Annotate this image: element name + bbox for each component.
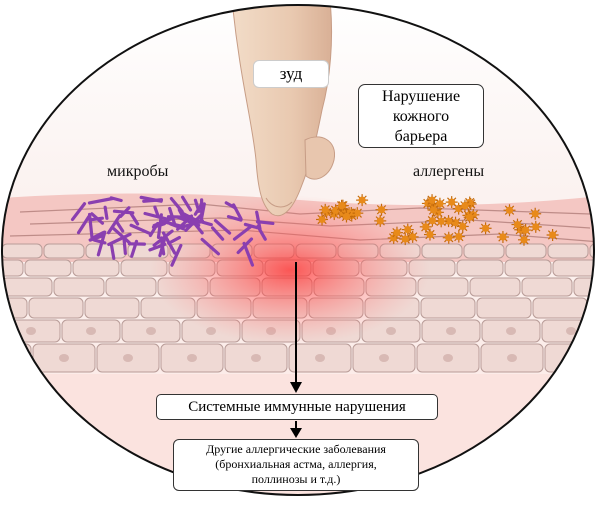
allergen-particle (520, 224, 532, 236)
skin-cell (73, 260, 119, 276)
cell-nucleus (0, 354, 5, 362)
itch-box: зуд (253, 60, 329, 88)
skin-cell (590, 244, 600, 258)
barrier-text-line1: Нарушение (359, 87, 483, 107)
cell-nucleus (443, 354, 453, 362)
skin-cell (574, 278, 600, 296)
allergen-particle (402, 224, 414, 236)
skin-cell (106, 278, 156, 296)
barrier-text-line2: кожного (359, 107, 483, 127)
cell-nucleus (386, 327, 396, 335)
cell-nucleus (26, 327, 36, 335)
skin-barrier-box: Нарушение кожного барьера (358, 84, 484, 148)
allergen-particle (428, 204, 440, 216)
cell-nucleus (123, 354, 133, 362)
cell-nucleus (566, 327, 576, 335)
skin-cell (44, 244, 84, 258)
allergen-particle (426, 215, 438, 227)
skin-cell (421, 298, 475, 318)
skin-cell (589, 298, 600, 318)
allergen-particle (497, 231, 509, 243)
skin-cell (422, 244, 462, 258)
allergen-particle (504, 204, 516, 216)
allergen-particle (453, 231, 465, 243)
skin-cell (2, 278, 52, 296)
allergen-particle (399, 233, 411, 245)
cell-nucleus (315, 354, 325, 362)
cell-nucleus (187, 354, 197, 362)
allergen-particle (374, 215, 386, 227)
allergen-particle (319, 204, 331, 216)
skin-cell (505, 260, 551, 276)
cell-nucleus (251, 354, 261, 362)
skin-cell (545, 344, 600, 372)
skin-cell (2, 244, 42, 258)
skin-cell (29, 298, 83, 318)
allergen-particle (518, 234, 530, 246)
cell-nucleus (59, 354, 69, 362)
skin-cell (522, 278, 572, 296)
other-text-line1: Другие аллергические заболевания (174, 442, 418, 457)
microbe-rod (112, 245, 114, 258)
cell-nucleus (507, 354, 517, 362)
allergen-particle (530, 221, 542, 233)
allergen-particle (391, 227, 403, 239)
other-allergic-diseases-box: Другие аллергические заболевания (бронхи… (173, 439, 419, 491)
skin-cell (548, 244, 588, 258)
microbe-rod (258, 222, 273, 224)
allergen-particle (426, 194, 438, 206)
skin-cell (464, 244, 504, 258)
allergen-particle (480, 222, 492, 234)
allergen-particle (529, 208, 541, 220)
cell-nucleus (571, 354, 581, 362)
microbes-label: микробы (107, 163, 168, 181)
cell-nucleus (379, 354, 389, 362)
skin-cell (54, 278, 104, 296)
allergen-particle (340, 211, 352, 223)
allergens-label: аллергены (413, 163, 484, 181)
skin-cell (457, 260, 503, 276)
skin-cell (25, 260, 71, 276)
systemic-immune-box: Системные иммунные нарушения (156, 394, 438, 420)
allergen-particle (435, 215, 447, 227)
other-text-line3: поллинозы и т.д.) (174, 472, 418, 487)
cell-nucleus (86, 327, 96, 335)
allergen-particle (443, 232, 455, 244)
microbe-rod (124, 240, 125, 253)
barrier-text-line3: барьера (359, 127, 483, 147)
itch-text: зуд (280, 64, 302, 83)
skin-cell (477, 298, 531, 318)
allergen-particle (511, 219, 523, 231)
cell-nucleus (446, 327, 456, 335)
cell-nucleus (146, 327, 156, 335)
allergen-particle (356, 194, 368, 206)
skin-cell (470, 278, 520, 296)
skin-cell (85, 298, 139, 318)
allergen-particle (459, 200, 471, 212)
allergen-particle (464, 211, 476, 223)
allergen-particle (547, 229, 559, 241)
systemic-text: Системные иммунные нарушения (188, 399, 406, 415)
cell-nucleus (506, 327, 516, 335)
skin-cell (533, 298, 587, 318)
allergen-particle (376, 204, 388, 216)
skin-cell (506, 244, 546, 258)
microbe-rod (105, 207, 107, 218)
other-text-line2: (бронхиальная астма, аллергия, (174, 457, 418, 472)
skin-cell (86, 244, 126, 258)
